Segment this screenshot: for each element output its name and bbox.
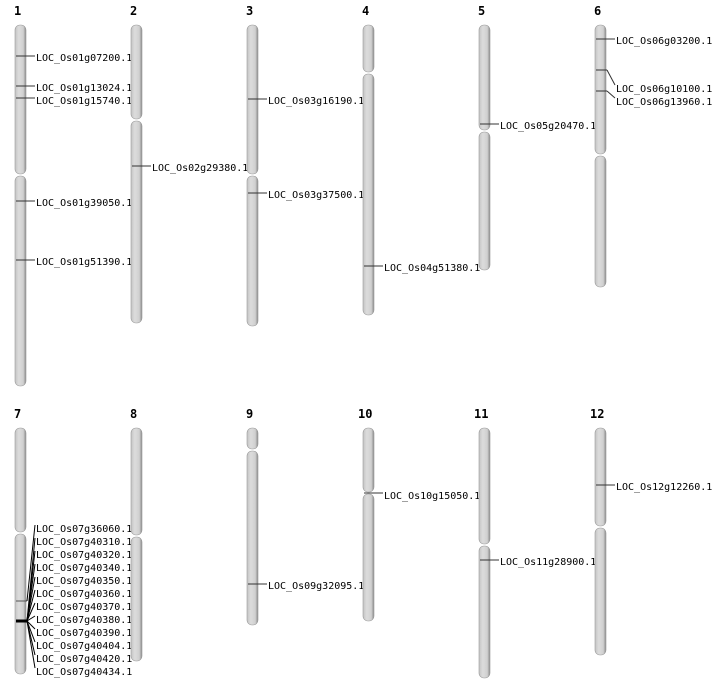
gene-label: LOC_Os07g40404.1	[36, 641, 132, 652]
chromosome-long-arm	[246, 450, 259, 626]
gene-connector	[26, 620, 36, 630]
chromosome-short-arm	[14, 427, 27, 533]
gene-connector	[26, 620, 36, 669]
gene-label: LOC_Os01g39050.1	[36, 198, 132, 209]
gene-label: LOC_Os07g40350.1	[36, 576, 132, 587]
gene-label: LOC_Os11g28900.1	[500, 557, 596, 568]
gene-label: LOC_Os01g51390.1	[36, 257, 132, 268]
gene-label: LOC_Os01g15740.1	[36, 96, 132, 107]
gene-label: LOC_Os07g40320.1	[36, 550, 132, 561]
gene-connector	[26, 524, 36, 602]
gene-label: LOC_Os06g03200.1	[616, 36, 712, 47]
gene-connector	[606, 90, 616, 99]
gene-label: LOC_Os03g37500.1	[268, 190, 364, 201]
chromosome-number: 5	[478, 4, 485, 18]
gene-label: LOC_Os07g40420.1	[36, 654, 132, 665]
gene-label: LOC_Os06g13960.1	[616, 97, 712, 108]
chromosome-long-arm	[246, 175, 259, 327]
gene-label: LOC_Os12g12260.1	[616, 482, 712, 493]
chromosome-short-arm	[130, 24, 143, 120]
gene-connector	[606, 69, 616, 86]
gene-label: LOC_Os07g40310.1	[36, 537, 132, 548]
gene-label: LOC_Os09g32095.1	[268, 581, 364, 592]
chromosome-short-arm	[594, 427, 607, 527]
chromosome-short-arm	[246, 427, 259, 450]
gene-label: LOC_Os07g40340.1	[36, 563, 132, 574]
chromosome-long-arm	[14, 533, 27, 675]
gene-label: LOC_Os06g10100.1	[616, 84, 712, 95]
chromosome-number: 11	[474, 407, 488, 421]
chromosome-short-arm	[594, 24, 607, 155]
gene-label: LOC_Os10g15050.1	[384, 491, 480, 502]
gene-label: LOC_Os07g40360.1	[36, 589, 132, 600]
chromosome-number: 10	[358, 407, 372, 421]
chromosome-short-arm	[362, 427, 375, 493]
chromosome-short-arm	[478, 427, 491, 545]
gene-label: LOC_Os07g40390.1	[36, 628, 132, 639]
gene-label: LOC_Os07g40370.1	[36, 602, 132, 613]
gene-connector	[26, 576, 36, 622]
chromosome-number: 7	[14, 407, 21, 421]
chromosome-long-arm	[362, 493, 375, 622]
chromosome-long-arm	[478, 131, 491, 271]
chromosome-short-arm	[14, 24, 27, 175]
chromosome-long-arm	[478, 545, 491, 679]
gene-label: LOC_Os02g29380.1	[152, 163, 248, 174]
gene-label: LOC_Os05g20470.1	[500, 121, 596, 132]
chromosome-long-arm	[362, 73, 375, 316]
chromosome-long-arm	[14, 175, 27, 387]
gene-label: LOC_Os07g36060.1	[36, 524, 132, 535]
gene-connector	[26, 602, 36, 622]
chromosome-number: 2	[130, 4, 137, 18]
gene-label: LOC_Os01g07200.1	[36, 53, 132, 64]
gene-label: LOC_Os07g40434.1	[36, 667, 132, 678]
gene-connector	[26, 589, 36, 622]
chromosome-number: 3	[246, 4, 253, 18]
chromosome-long-arm	[130, 536, 143, 662]
gene-label: LOC_Os01g13024.1	[36, 83, 132, 94]
gene-label: LOC_Os07g40380.1	[36, 615, 132, 626]
chromosome-short-arm	[130, 427, 143, 536]
chromosome-number: 8	[130, 407, 137, 421]
chromosome-short-arm	[362, 24, 375, 73]
gene-connector	[26, 615, 36, 622]
chromosome-number: 6	[594, 4, 601, 18]
chromosome-short-arm	[478, 24, 491, 131]
gene-label: LOC_Os04g51380.1	[384, 263, 480, 274]
chromosome-long-arm	[594, 527, 607, 656]
chromosome-long-arm	[130, 120, 143, 324]
chromosome-number: 9	[246, 407, 253, 421]
chromosome-number: 1	[14, 4, 21, 18]
gene-label: LOC_Os03g16190.1	[268, 96, 364, 107]
chromosome-long-arm	[594, 155, 607, 288]
chromosome-number: 12	[590, 407, 604, 421]
chromosome-number: 4	[362, 4, 369, 18]
